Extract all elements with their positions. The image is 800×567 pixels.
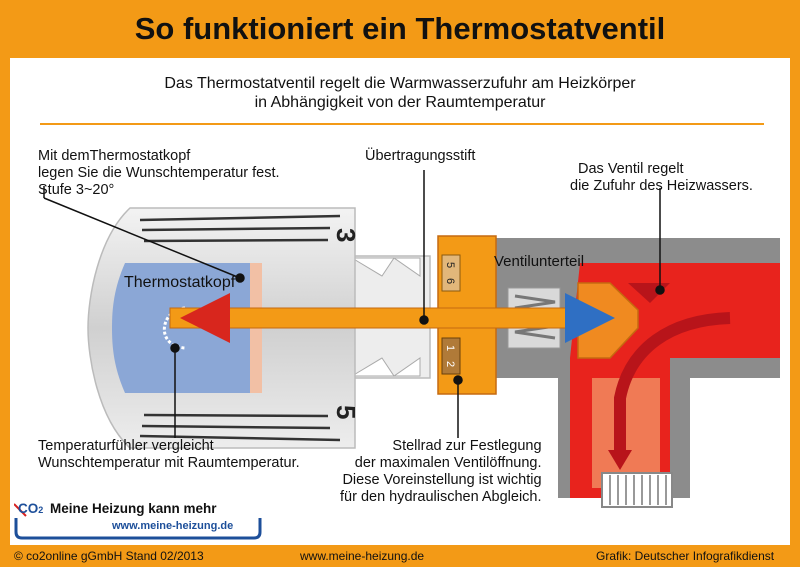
stellrad-mark-1: 1 [444,345,456,351]
stift-label: Übertragungsstift [365,148,476,164]
stellrad-mark-5: 5 [444,262,456,268]
radiator-fins [609,475,667,505]
dial-mark-top: 3 [331,228,361,242]
logo-slogan: Meine Heizung kann mehr [50,501,217,516]
fuehler-note: Temperaturfühler vergleicht Wunschtemper… [38,438,300,471]
co2online-logo: CO2 Meine Heizung kann mehr www.meine-he… [14,498,264,542]
ventilunterteil-label: Ventilunterteil [494,253,585,270]
stellrad-mark-2: 2 [444,361,456,367]
flow-arrow [614,312,731,453]
footer-copyright: © co2online gGmbH Stand 02/2013 [14,549,204,563]
leader-lines [43,170,665,438]
dial-mark-bottom: 5 [331,405,361,419]
page-title: So funktioniert ein Thermostatventil [134,11,666,46]
footer-url: www.meine-heizung.de [300,549,425,563]
ventil-note: Das Ventil regelt die Zufuhr des Heizwas… [570,161,753,194]
radiator [601,472,673,508]
subtitle-line-2: in Abhängigkeit von der Raumtemperatur [254,94,546,111]
footer: © co2online gGmbH Stand 02/2013 www.mein… [0,545,800,567]
logo-url: www.meine-heizung.de [112,520,234,532]
thermostatkopf-label: Thermostatkopf [124,274,236,291]
stellrad-window-top [441,254,461,292]
subtitle: Das Thermostatventil regelt die Warmwass… [10,74,790,112]
stellrad-mark-6: 6 [444,278,456,284]
flow-arrow-head [608,450,632,470]
footer-credit: Grafik: Deutscher Infografikdienst [596,549,775,563]
diagram-panel: Das Thermostatventil regelt die Warmwass… [10,58,790,545]
subtitle-line-1: Das Thermostatventil regelt die Warmwass… [164,75,636,92]
thermostatkopf-note: Mit demThermostatkopf legen Sie die Wuns… [38,148,280,198]
divider [40,123,764,125]
thermostat-valve-illustration: 3 5 5 6 1 2 [43,170,780,508]
stellrad-window-bottom [441,337,461,375]
logo-co2: CO2 [18,501,44,516]
logo-swoosh [14,503,262,540]
stellrad-note: Stellrad zur Festlegung der maximalen Ve… [340,438,542,505]
